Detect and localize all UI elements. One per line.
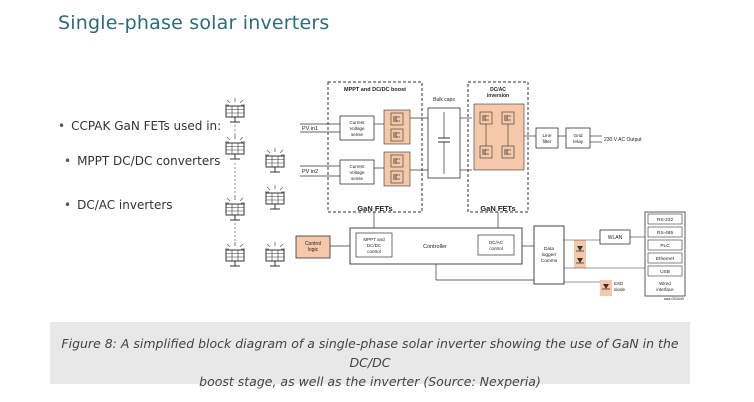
solar-panel-icon <box>224 241 246 267</box>
controller-label: Controller <box>423 244 447 250</box>
esd-diode-icon <box>574 240 586 268</box>
sense-block-1 <box>339 115 375 141</box>
gan-fets-label-1: GaN FETs <box>357 204 392 213</box>
svg-text:relay: relay <box>573 139 584 145</box>
svg-text:PV in2: PV in2 <box>302 169 318 175</box>
svg-text:logic: logic <box>308 247 319 253</box>
svg-text:WLAN: WLAN <box>608 235 623 241</box>
svg-text:control: control <box>489 246 503 251</box>
solar-panel-icon <box>264 184 286 210</box>
svg-text:filter: filter <box>542 139 551 145</box>
svg-text:logger/: logger/ <box>542 252 557 258</box>
svg-text:sense: sense <box>351 176 364 181</box>
interface-rs485: RS-485 <box>657 230 674 236</box>
svg-text:Data: Data <box>544 246 554 252</box>
solar-panel-icon <box>264 147 286 173</box>
mppt-header: MPPT and DC/DC boost <box>344 87 406 93</box>
pv-input-1: PV in1 <box>300 123 340 133</box>
bullet-ccpak: CCPAK GaN FETs used in: <box>58 119 221 133</box>
svg-text:Line: Line <box>542 133 551 139</box>
svg-text:DC/AC: DC/AC <box>490 87 506 93</box>
figure-ref: aaa-033449 <box>664 297 684 301</box>
caption-box: Figure 8: A simplified block diagram of … <box>50 322 690 389</box>
interface-ethernet: Ethernet <box>656 256 675 262</box>
bullet-mppt: MPPT DC/DC converters <box>64 154 220 168</box>
gan-fet-inverter <box>473 103 525 171</box>
gan-fet-boost-1 <box>383 109 411 145</box>
solar-panel-icon <box>264 241 286 267</box>
esd-label: ESD <box>614 281 624 286</box>
interface-plc: PLC <box>660 243 670 249</box>
bullet-dcac: DC/AC inverters <box>64 198 172 212</box>
mppt-boost-region <box>327 81 423 213</box>
mppt-control-block <box>355 232 393 258</box>
svg-text:PV in1: PV in1 <box>302 126 318 132</box>
svg-text:control: control <box>367 249 381 254</box>
inverter-block-diagram: PV in1 PV in2 MPPT and DC/DC boost Curre… <box>224 81 686 301</box>
bulk-caps-label: Bulk caps <box>433 97 455 103</box>
svg-text:diode: diode <box>614 287 626 292</box>
gan-fets-label-2: GaN FETs <box>480 204 515 213</box>
page-title: Single-phase solar inverters <box>58 12 330 34</box>
svg-text:Comms: Comms <box>541 258 558 264</box>
svg-text:inversion: inversion <box>487 93 509 99</box>
solar-panel-icon <box>224 97 246 123</box>
line-filter-block <box>535 127 559 149</box>
svg-text:Control: Control <box>305 241 321 247</box>
svg-text:Current: Current <box>349 164 365 169</box>
ac-output-label: 230 V AC Output <box>604 137 642 143</box>
interface-stack: RS-232 RS-485 PLC Ethernet USB Wired int… <box>644 211 686 297</box>
svg-text:Voltage: Voltage <box>349 126 365 131</box>
figure-caption: Figure 8: A simplified block diagram of … <box>61 336 679 389</box>
interface-rs232: RS-232 <box>657 217 674 223</box>
svg-text:DC/DC: DC/DC <box>367 243 382 248</box>
pv-input-2: PV in2 <box>300 165 340 177</box>
sense-block-2 <box>339 159 375 185</box>
svg-text:sense: sense <box>351 132 364 137</box>
svg-text:DC/AC: DC/AC <box>489 240 504 245</box>
svg-text:Wired: Wired <box>659 281 671 286</box>
interface-usb: USB <box>660 269 670 275</box>
svg-text:Grid: Grid <box>573 133 582 139</box>
svg-text:Current: Current <box>349 120 365 125</box>
svg-text:MPPT and: MPPT and <box>363 237 385 242</box>
gan-fet-boost-2 <box>383 151 411 187</box>
svg-text:Voltage: Voltage <box>349 170 365 175</box>
grid-relay-block <box>565 127 591 149</box>
dcac-control-block <box>477 234 515 256</box>
control-logic-block <box>295 235 331 259</box>
data-logger-block <box>533 225 565 285</box>
svg-text:interface: interface <box>656 287 674 292</box>
